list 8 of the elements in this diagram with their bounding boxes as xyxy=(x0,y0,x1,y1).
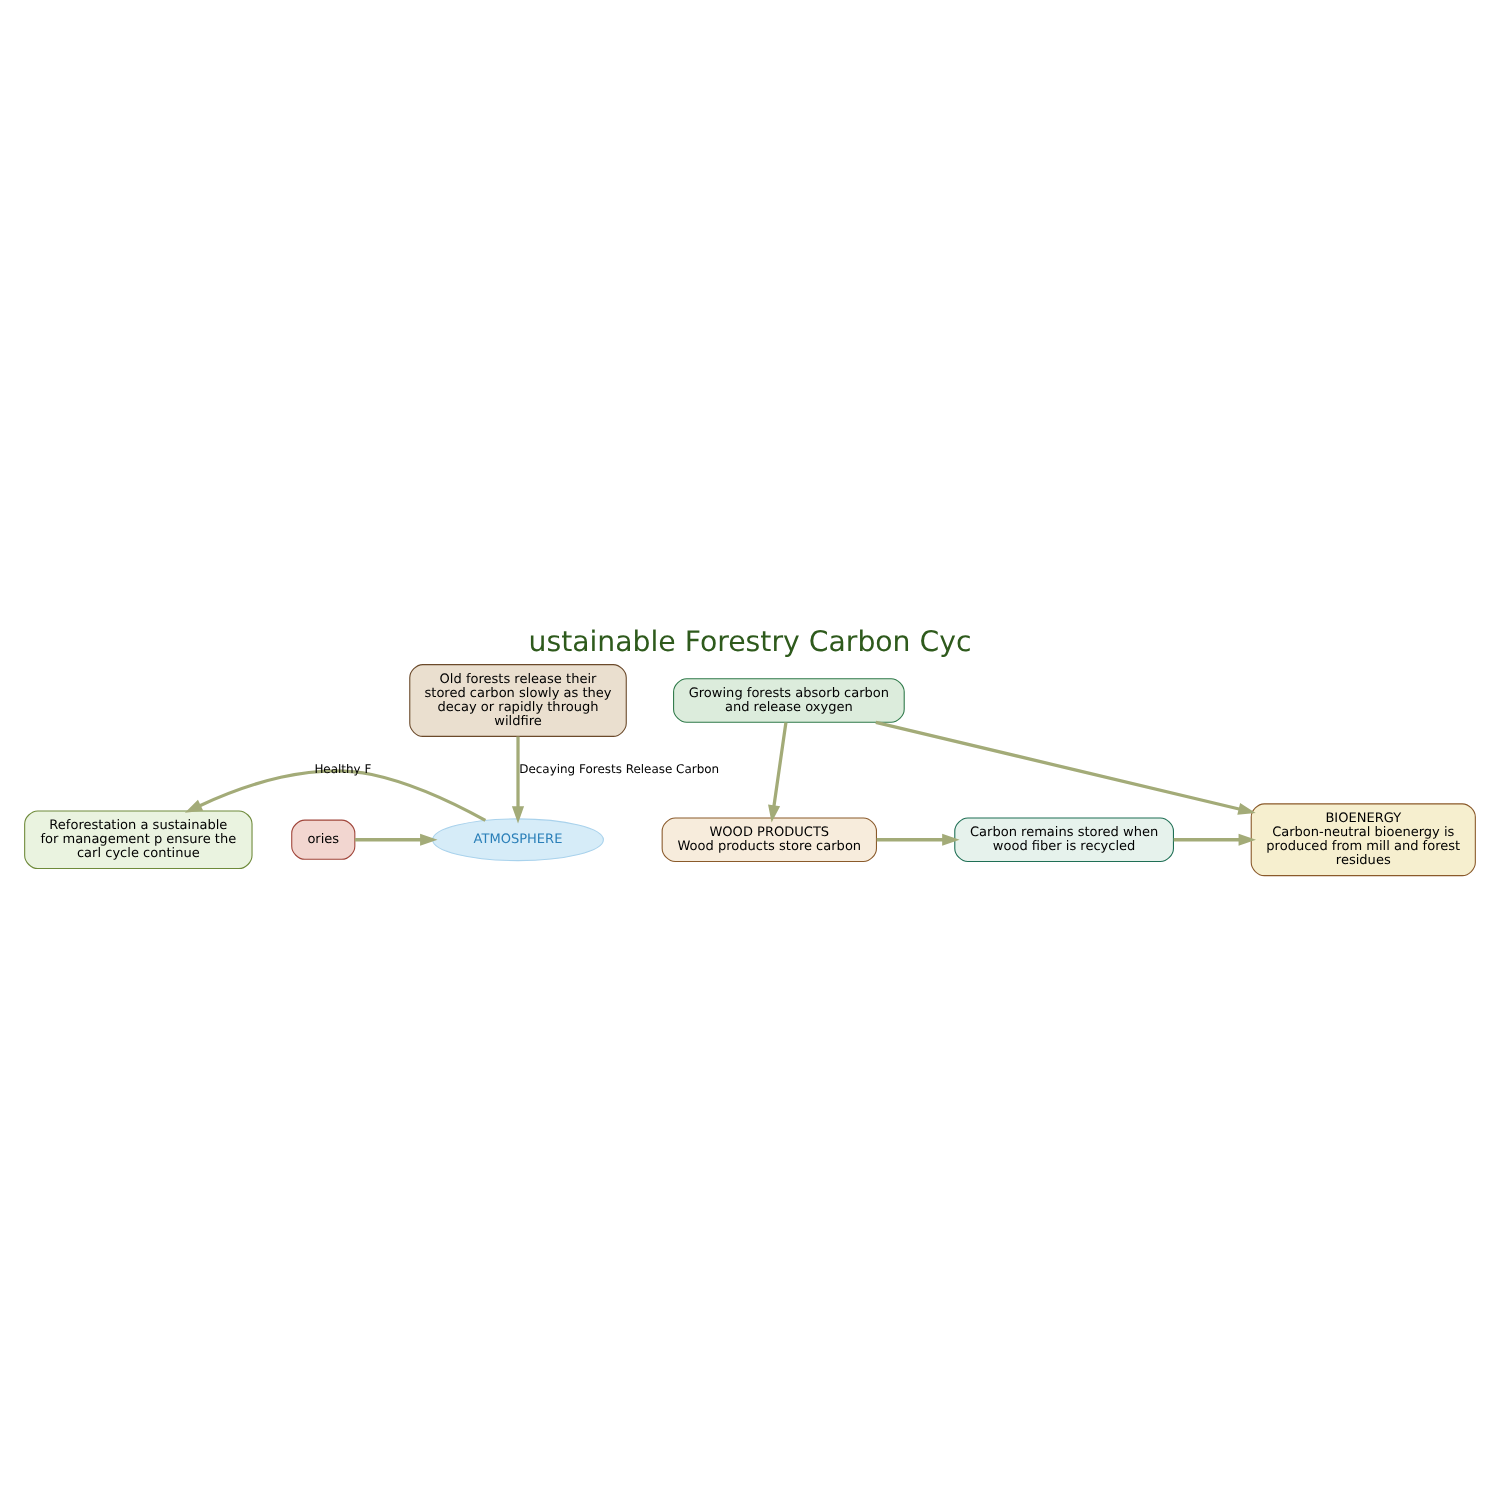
arrow xyxy=(876,833,960,846)
arrow xyxy=(511,736,525,824)
arrow xyxy=(354,833,438,846)
diagram-title: ustainable Forestry Carbon Cyc xyxy=(528,627,972,660)
arrow xyxy=(1173,833,1256,846)
arrow xyxy=(875,720,1256,815)
arrow xyxy=(184,769,487,822)
arrow xyxy=(768,722,788,823)
